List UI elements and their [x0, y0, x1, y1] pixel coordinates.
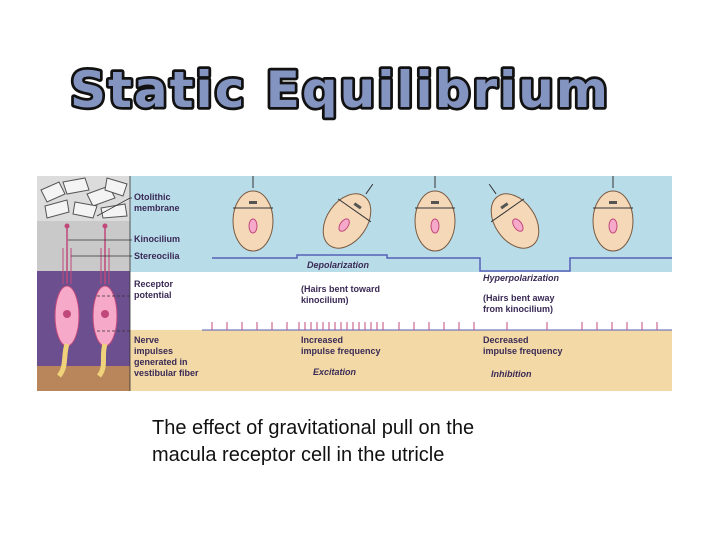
label-nerve-2: impulses: [134, 346, 173, 356]
depolarization-note-1: (Hairs bent toward: [301, 284, 380, 294]
label-kinocilium: Kinocilium: [134, 234, 180, 244]
label-otolithic-1: Otolithic: [134, 192, 171, 202]
depolarization-label: Depolarization: [307, 260, 370, 270]
middle-band: [37, 272, 672, 330]
impulse-spikes: [211, 322, 658, 330]
hair-cell-illustration: [37, 176, 130, 391]
decreased-freq-1: Decreased: [483, 335, 529, 345]
label-stereocilia: Stereocilia: [134, 251, 181, 261]
bottom-band: [37, 330, 672, 391]
hyperpolarization-note-2: from kinocilium): [483, 304, 553, 314]
head-tilted-right-icon: [322, 183, 374, 249]
figure-caption: The effect of gravitational pull on the …: [152, 415, 572, 469]
head-upright-2-icon: [414, 176, 456, 252]
hyperpolarization-note-1: (Hairs bent away: [483, 293, 555, 303]
head-tilted-left-icon: [488, 183, 540, 249]
hair-cell-right: [92, 223, 118, 378]
head-tilt-sequence: [232, 176, 634, 252]
label-nerve-4: vestibular fiber: [134, 368, 199, 378]
hair-cell-left: [54, 223, 80, 378]
depolarization-note-2: kinocilium): [301, 295, 349, 305]
hyperpolarization-label: Hyperpolarization: [483, 273, 560, 283]
label-otolithic-2: membrane: [134, 203, 180, 213]
label-nerve-3: generated in: [134, 357, 188, 367]
excitation-label: Excitation: [313, 367, 357, 377]
head-upright-1-icon: [232, 176, 274, 252]
inhibition-label: Inhibition: [491, 369, 532, 379]
label-nerve-1: Nerve: [134, 335, 159, 345]
page-title: Static Equilibrium: [70, 62, 610, 119]
decreased-freq-2: impulse frequency: [483, 346, 563, 356]
equilibrium-figure: Otolithic membrane Kinocilium Stereocili…: [37, 176, 672, 391]
receptor-potential-trace: [212, 254, 672, 272]
title-banner: Static Equilibrium: [67, 62, 610, 122]
label-receptor-1: Receptor: [134, 279, 174, 289]
head-upright-3-icon: [592, 176, 634, 252]
label-receptor-2: potential: [134, 290, 172, 300]
increased-freq-1: Increased: [301, 335, 343, 345]
increased-freq-2: impulse frequency: [301, 346, 381, 356]
caption-line-1: The effect of gravitational pull on the: [152, 417, 475, 439]
caption-line-2: macula receptor cell in the utricle: [152, 444, 445, 466]
